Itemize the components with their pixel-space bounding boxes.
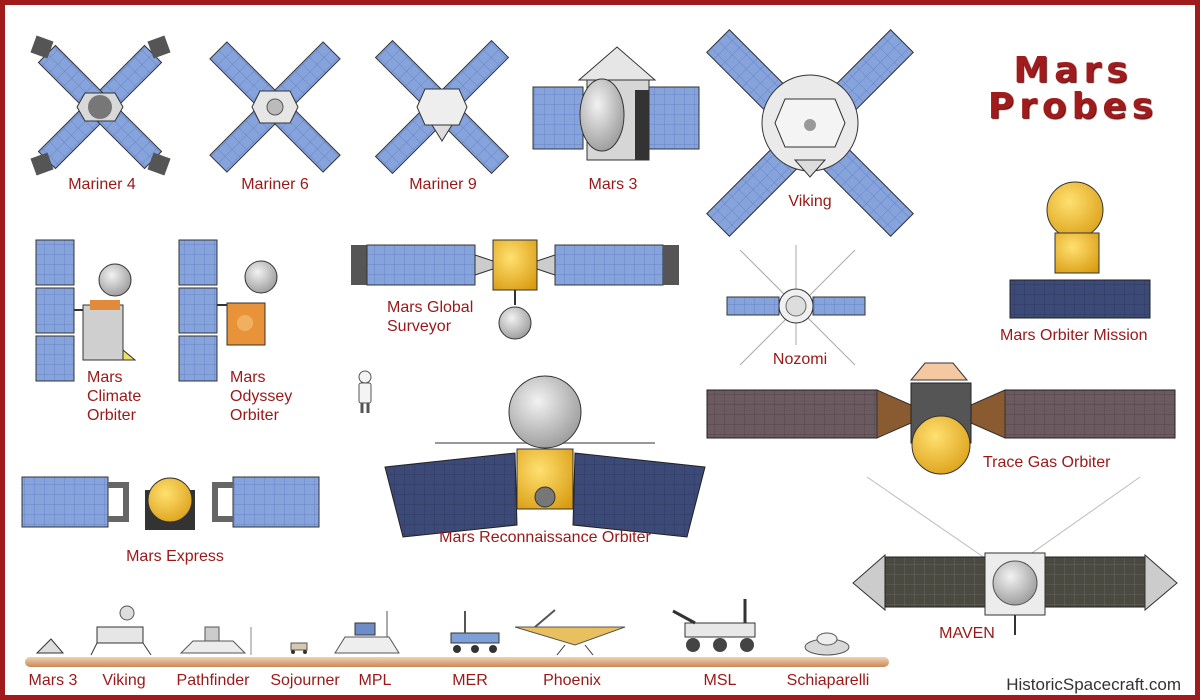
mariner-4-illustration [30, 35, 171, 176]
phoenix-lander [514, 609, 626, 656]
label-mgs-line-2: Surveyor [387, 318, 452, 335]
pathfinder-lander [179, 626, 252, 655]
label-mars-global-surveyor: Mars Global Surveyor [387, 298, 473, 336]
mars-ground-strip [25, 657, 889, 667]
title-line-1: Mars [1013, 50, 1133, 91]
mars-odyssey-illustration [178, 239, 278, 382]
label-mars-orbiter-mission: Mars Orbiter Mission [1000, 327, 1148, 344]
label-mariner-6: Mariner 6 [241, 176, 309, 193]
label-mars-reconnaissance-orbiter: Mars Reconnaissance Orbiter [439, 529, 651, 546]
credit-link[interactable]: HistoricSpacecraft.com [1006, 675, 1181, 694]
label-odyssey-line-3: Orbiter [230, 407, 279, 424]
mars-reconnaissance-orbiter-illustration [384, 375, 706, 538]
label-mars-3-orbiter: Mars 3 [588, 176, 638, 193]
viking-lander [90, 605, 152, 656]
mars-3-lander [35, 638, 65, 654]
label-lander-pathfinder: Pathfinder [176, 672, 250, 689]
mars-3-orbiter-illustration [532, 46, 700, 161]
astronaut-scale-figure [358, 370, 372, 413]
viking-orbiter-illustration [706, 29, 914, 237]
title-line-2: Probes [987, 86, 1159, 127]
label-lander-sojourner: Sojourner [270, 672, 340, 689]
label-lander-phoenix: Phoenix [543, 672, 601, 689]
label-mco-line-1: Mars [87, 369, 123, 386]
label-mgs-line-1: Mars Global [387, 299, 474, 316]
poster-title: Mars Probes [973, 53, 1173, 125]
label-lander-mpl: MPL [358, 672, 392, 689]
schiaparelli-lander [804, 632, 850, 656]
label-viking-orbiter: Viking [788, 193, 832, 210]
msl-rover [672, 599, 756, 652]
label-mars-odyssey: Mars Odyssey Orbiter [230, 368, 292, 425]
mars-express-illustration [21, 476, 320, 530]
label-trace-gas-orbiter: Trace Gas Orbiter [983, 454, 1111, 471]
mpl-lander [334, 611, 400, 654]
mars-orbiter-mission-illustration [1009, 181, 1151, 319]
mariner-6-illustration [209, 41, 341, 173]
label-odyssey-line-1: Mars [230, 369, 266, 386]
label-mariner-4: Mariner 4 [68, 176, 136, 193]
mariner-9-illustration [374, 39, 510, 175]
label-nozomi: Nozomi [772, 351, 828, 368]
label-lander-msl: MSL [703, 672, 737, 689]
label-lander-mars-3: Mars 3 [28, 672, 78, 689]
trace-gas-orbiter-illustration [706, 362, 1176, 475]
label-mco-line-3: Orbiter [87, 407, 136, 424]
label-mco-line-2: Climate [87, 388, 142, 405]
mars-climate-orbiter-illustration [35, 239, 137, 382]
landers-illustrations [35, 599, 850, 656]
mars-global-surveyor-illustration [351, 239, 679, 340]
illustration-canvas [21, 29, 1178, 667]
sojourner-rover [290, 642, 308, 654]
label-maven: MAVEN [939, 625, 995, 642]
label-lander-viking: Viking [102, 672, 146, 689]
label-mars-climate-orbiter: Mars Climate Orbiter [87, 368, 141, 425]
label-mars-express: Mars Express [126, 548, 224, 565]
nozomi-illustration [726, 245, 866, 366]
label-lander-mer: MER [452, 672, 488, 689]
label-lander-schiaparelli: Schiaparelli [786, 672, 870, 689]
label-mariner-9: Mariner 9 [409, 176, 477, 193]
label-odyssey-line-2: Odyssey [230, 388, 293, 405]
maven-illustration [852, 476, 1178, 635]
mer-rover [450, 611, 500, 653]
